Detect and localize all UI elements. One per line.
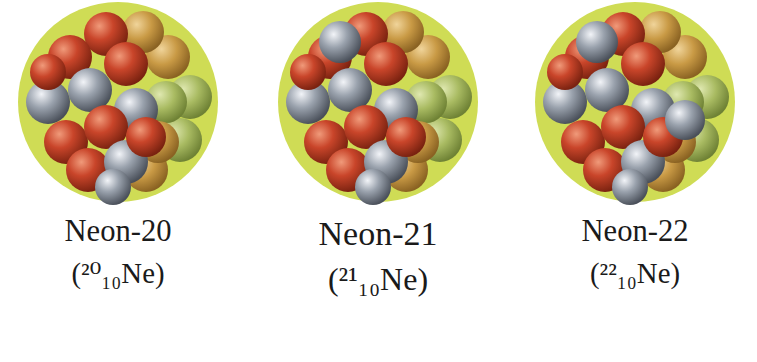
isotope-name: Neon-20 (0, 214, 238, 249)
isotope-symbol: (²¹₁₀Ne) (258, 261, 498, 298)
nucleus-node: Neon-22(²²₁₀Ne) (535, 2, 735, 202)
nucleus-node: Neon-21(²¹₁₀Ne) (278, 2, 478, 202)
isotope-caption: Neon-22 (²²₁₀Ne) (515, 214, 755, 290)
isotope-name: Neon-21 (258, 214, 498, 253)
isotope-name: Neon-22 (515, 214, 755, 249)
isotope-caption: Neon-20 (²⁰₁₀Ne) (0, 214, 238, 290)
nucleus-node: Neon-20(²⁰₁₀Ne) (18, 2, 218, 202)
isotope-symbol: (²²₁₀Ne) (515, 257, 755, 290)
isotope-symbol: (²⁰₁₀Ne) (0, 257, 238, 290)
isotope-caption: Neon-21 (²¹₁₀Ne) (258, 214, 498, 298)
